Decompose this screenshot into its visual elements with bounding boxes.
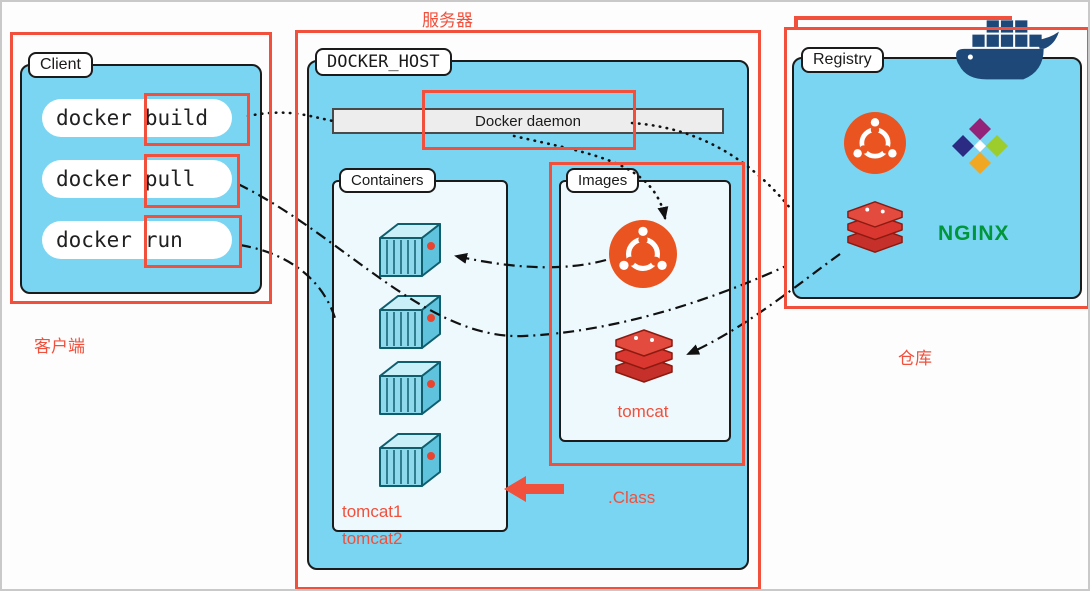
command-prefix: docker (56, 106, 132, 130)
command-prefix: docker (56, 228, 132, 252)
tomcat-image-label: tomcat (617, 402, 669, 421)
tomcat1-label: tomcat1 (342, 502, 403, 521)
command-prefix: docker (56, 167, 132, 191)
container-icon (372, 216, 464, 280)
class-annotation: .Class (608, 488, 656, 507)
images-tab: Images (566, 168, 640, 193)
redis-icon (612, 326, 676, 386)
registry-top-highlight-fragment (794, 16, 798, 30)
container-icon (372, 354, 464, 418)
command-verb: pull (144, 167, 196, 191)
registry-top-highlight-fragment (794, 16, 1012, 20)
command-verb: run (144, 228, 183, 252)
registry-tab: Registry (801, 47, 884, 73)
tomcat2-label: tomcat2 (342, 529, 403, 548)
server-annotation: 服务器 (422, 11, 473, 30)
container-icon (372, 288, 464, 352)
client-annotation: 客户端 (34, 337, 85, 356)
ubuntu-icon (844, 112, 906, 174)
docker-daemon-bar: Docker daemon (332, 108, 724, 134)
client-tab: Client (28, 52, 93, 78)
docker-run-command: docker run (42, 221, 232, 259)
centos-icon (950, 116, 1010, 176)
container-icon (372, 426, 464, 490)
redis-icon (844, 198, 906, 256)
docker-whale-icon (950, 18, 1062, 94)
docker-host-tab: DOCKER_HOST (315, 48, 452, 76)
repository-annotation: 仓库 (898, 349, 932, 368)
docker-build-command: docker build (42, 99, 232, 137)
docker-pull-command: docker pull (42, 160, 232, 198)
containers-tab: Containers (339, 168, 436, 193)
command-verb: build (144, 106, 209, 130)
nginx-logo: NGINX (938, 222, 1010, 245)
ubuntu-icon (609, 220, 677, 288)
red-arrow-icon (504, 476, 564, 502)
